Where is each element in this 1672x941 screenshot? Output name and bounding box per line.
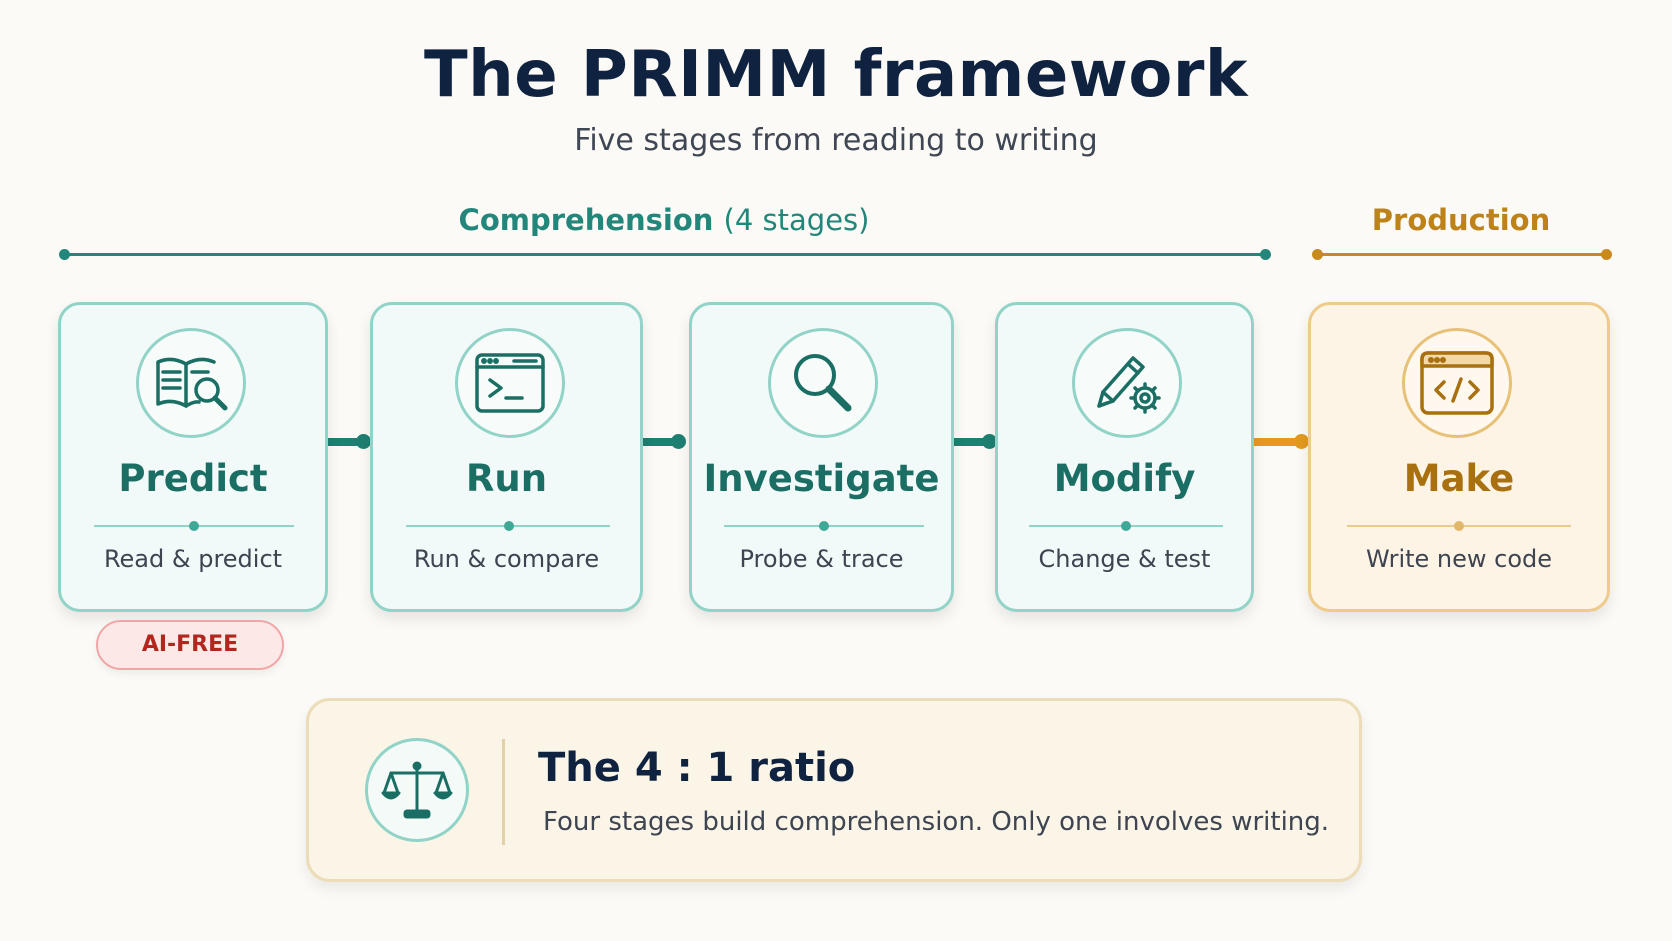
- ratio-separator: [502, 739, 505, 845]
- connector-run-investigate: [642, 438, 677, 446]
- connector-dot: [1294, 434, 1309, 449]
- stage-title: Modify: [1053, 457, 1196, 500]
- stage-card-make: Make Write new code: [1308, 302, 1610, 612]
- production-bracket-line: [1317, 253, 1607, 256]
- ratio-description: Four stages build comprehension. Only on…: [543, 807, 1330, 837]
- stage-divider-dot: [1121, 521, 1131, 531]
- comprehension-bracket-line: [64, 253, 1266, 256]
- connector-modify-make: [1253, 438, 1300, 446]
- stage-divider-dot: [504, 521, 514, 531]
- page-subtitle: Five stages from reading to writing: [574, 123, 1098, 158]
- connector-investigate-modify: [953, 438, 988, 446]
- page-title: The PRIMM framework: [424, 38, 1248, 112]
- stage-divider-dot: [819, 521, 829, 531]
- production-bracket-end-dot: [1601, 249, 1612, 260]
- pencil-gear-icon: [1072, 328, 1182, 438]
- magnifier-icon: [768, 328, 878, 438]
- ratio-callout: The 4 : 1 ratio Four stages build compre…: [306, 698, 1362, 882]
- stage-subtitle: Run & compare: [413, 545, 600, 573]
- stage-card-predict: Predict Read & predict: [58, 302, 328, 612]
- connector-dot: [356, 434, 371, 449]
- connector-dot: [982, 434, 997, 449]
- comprehension-bracket-start-dot: [59, 249, 70, 260]
- stage-title: Investigate: [703, 457, 940, 500]
- ratio-title: The 4 : 1 ratio: [538, 745, 856, 791]
- comprehension-stage-count: (4 stages): [723, 203, 870, 237]
- stage-title: Run: [465, 457, 548, 500]
- ai-free-badge: AI-FREE: [96, 620, 284, 670]
- production-group-label: Production: [1371, 203, 1551, 237]
- stage-divider-dot: [1454, 521, 1464, 531]
- stage-card-run: Run Run & compare: [370, 302, 643, 612]
- comprehension-group-label: Comprehension (4 stages): [64, 203, 1264, 237]
- connector-dot: [671, 434, 686, 449]
- stage-divider-dot: [189, 521, 199, 531]
- stage-card-modify: Modify Change & test: [995, 302, 1254, 612]
- stage-subtitle: Write new code: [1365, 545, 1553, 573]
- scales-icon: [365, 738, 469, 842]
- stage-subtitle: Probe & trace: [739, 545, 904, 573]
- comprehension-label-text: Comprehension: [458, 203, 714, 237]
- terminal-icon: [455, 328, 565, 438]
- comprehension-bracket-end-dot: [1260, 249, 1271, 260]
- stage-title: Predict: [118, 457, 268, 500]
- book-search-icon: [136, 328, 246, 438]
- production-bracket-start-dot: [1312, 249, 1323, 260]
- connector-predict-run: [327, 438, 362, 446]
- stage-subtitle: Read & predict: [103, 545, 283, 573]
- stage-card-investigate: Investigate Probe & trace: [689, 302, 954, 612]
- stage-subtitle: Change & test: [1038, 545, 1211, 573]
- code-window-icon: [1402, 328, 1512, 438]
- stage-title: Make: [1403, 457, 1515, 500]
